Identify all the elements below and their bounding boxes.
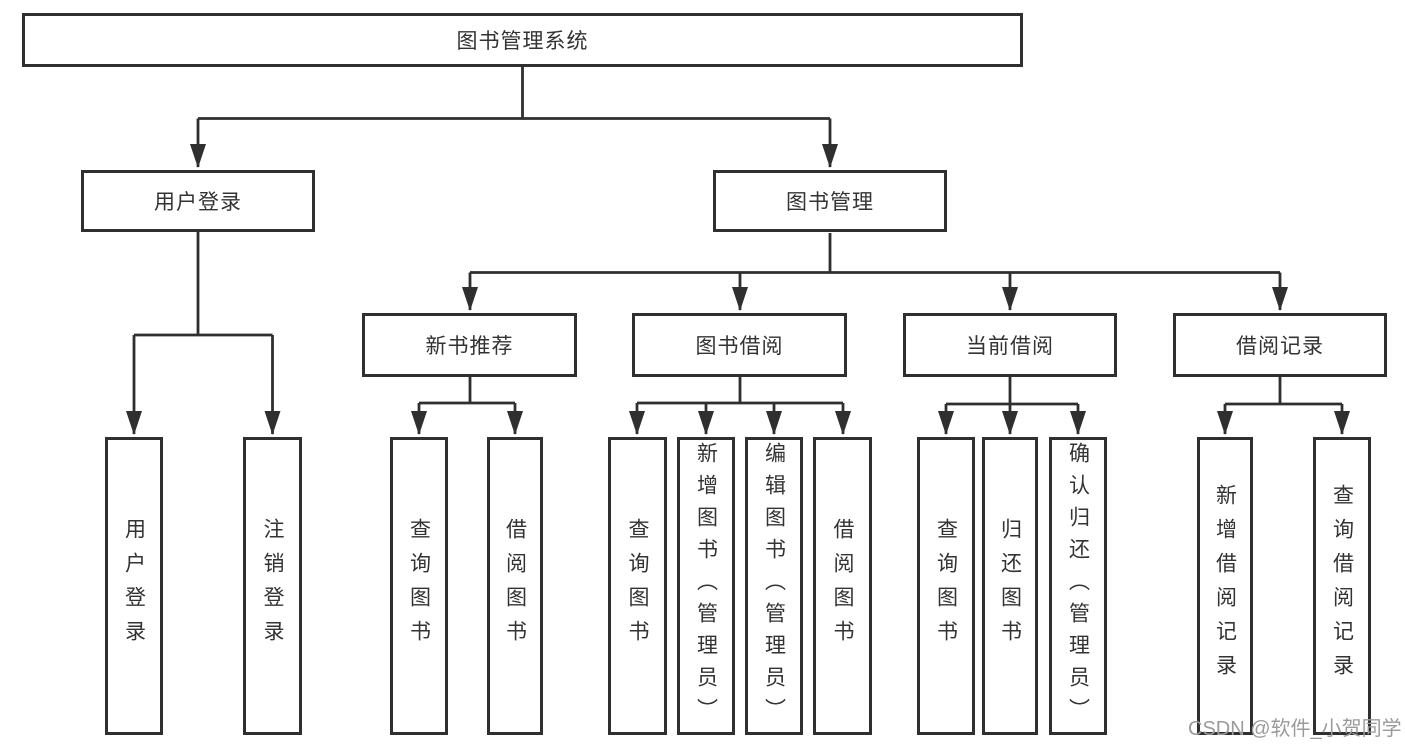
node-borrowing-records-label: 借阅记录: [1236, 335, 1324, 358]
leaf-borrow-books-recommend-label: 借阅图书: [503, 518, 527, 654]
node-user-login-label: 用户登录: [154, 191, 242, 214]
leaf-return-books: 归还图书: [982, 437, 1038, 735]
node-user-login: 用户登录: [81, 170, 315, 232]
leaf-query-borrow-record-label: 查询借阅记录: [1330, 484, 1354, 688]
leaf-query-books-borrowing-label: 查询图书: [626, 518, 649, 654]
leaf-edit-books-admin-label: 编辑图书（管理员）: [762, 442, 786, 730]
leaf-add-borrow-record: 新增借阅记录: [1197, 437, 1253, 735]
leaf-user-login: 用户登录: [105, 437, 163, 735]
leaf-confirm-return-admin-label: 确认归还（管理员）: [1066, 442, 1090, 730]
connector-book-borrowing-fan: [629, 377, 851, 435]
node-root-label: 图书管理系统: [456, 30, 589, 53]
leaf-edit-books-admin: 编辑图书（管理员）: [745, 437, 803, 735]
node-book-borrowing-label: 图书借阅: [695, 335, 784, 358]
leaf-logout-login: 注销登录: [243, 437, 302, 735]
leaf-borrow-books-recommend: 借阅图书: [487, 437, 543, 735]
leaf-query-books-borrowing: 查询图书: [608, 437, 667, 735]
node-current-borrowing: 当前借阅: [903, 313, 1117, 377]
node-new-book-recommend: 新书推荐: [362, 313, 577, 377]
leaf-query-books-current: 查询图书: [917, 437, 975, 735]
leaf-return-books-label: 归还图书: [998, 518, 1022, 654]
leaf-query-borrow-record: 查询借阅记录: [1313, 437, 1371, 735]
node-root: 图书管理系统: [22, 13, 1023, 67]
leaf-query-books-recommend-label: 查询图书: [407, 518, 431, 654]
connector-book-management-fan: [462, 233, 1288, 311]
node-book-management: 图书管理: [713, 170, 947, 232]
watermark: CSDN @软件_小贺同学: [1188, 718, 1402, 740]
leaf-logout-login-label: 注销登录: [261, 518, 284, 654]
node-new-book-recommend-label: 新书推荐: [425, 335, 514, 358]
node-borrowing-records: 借阅记录: [1173, 313, 1387, 377]
leaf-add-books-admin: 新增图书（管理员）: [677, 437, 735, 735]
node-current-borrowing-label: 当前借阅: [966, 335, 1054, 358]
leaf-query-books-current-label: 查询图书: [934, 518, 958, 654]
node-book-management-label: 图书管理: [786, 191, 874, 214]
leaf-add-borrow-record-label: 新增借阅记录: [1213, 484, 1237, 688]
connector-root-fan: [190, 67, 838, 168]
connector-user-login-fan: [126, 232, 281, 435]
leaf-query-books-recommend: 查询图书: [390, 437, 448, 735]
connector-borrowing-records-fan: [1217, 377, 1350, 435]
leaf-add-books-admin-label: 新增图书（管理员）: [694, 442, 718, 730]
connector-current-borrowing-fan: [938, 377, 1086, 435]
node-book-borrowing: 图书借阅: [632, 313, 847, 377]
leaf-user-login-label: 用户登录: [122, 518, 146, 654]
leaf-borrow-books-borrowing-label: 借阅图书: [831, 518, 854, 654]
leaf-borrow-books-borrowing: 借阅图书: [813, 437, 872, 735]
connector-new-book-recommend-fan: [411, 377, 523, 435]
leaf-confirm-return-admin: 确认归还（管理员）: [1049, 437, 1107, 735]
